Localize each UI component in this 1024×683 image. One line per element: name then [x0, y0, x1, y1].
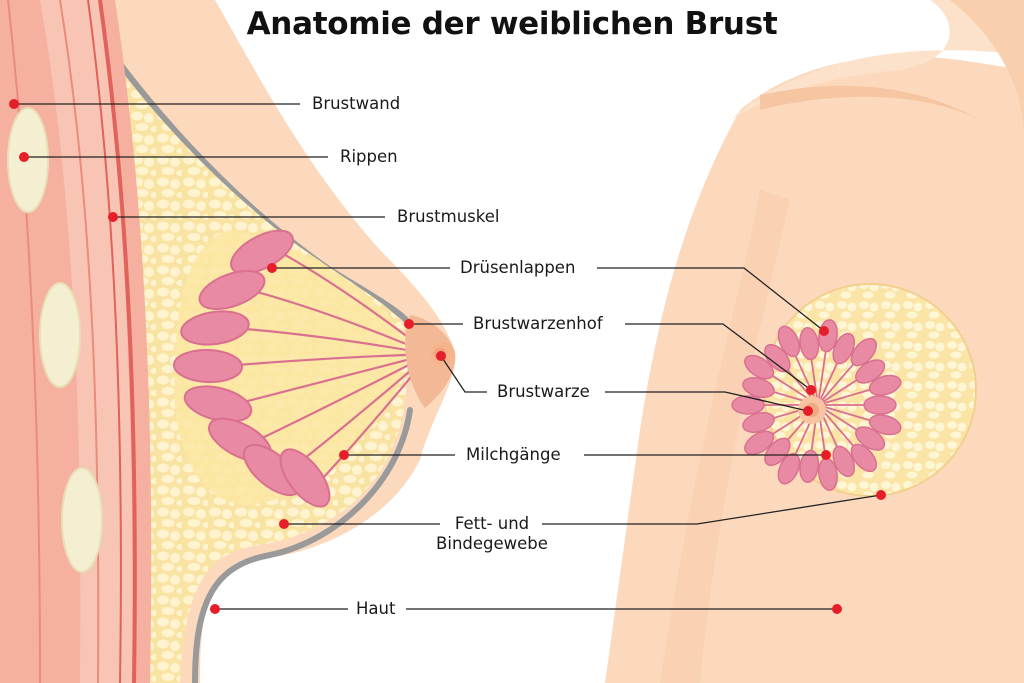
- marker-haut-right: [832, 604, 842, 614]
- gland-lobe: [764, 437, 791, 467]
- label-rippen: Rippen: [340, 147, 398, 166]
- cross-section-figure: [0, 0, 456, 683]
- rib-3: [61, 467, 103, 573]
- label-brustwarze: Brustwarze: [497, 382, 590, 401]
- gland-lobe: [799, 449, 820, 484]
- diagram-title: Anatomie der weiblichen Brust: [246, 6, 778, 42]
- marker-fett-right: [876, 490, 886, 500]
- gland-lobe: [742, 411, 775, 433]
- gland-lobe: [832, 445, 856, 478]
- label-fett-line2: Bindegewebe: [436, 534, 548, 553]
- gland-lobe: [744, 430, 775, 456]
- label-brustmuskel: Brustmuskel: [397, 207, 500, 226]
- gland-lobe: [832, 332, 856, 365]
- shoulder-skin: [730, 0, 1024, 120]
- marker-brustwarzenhof-right: [806, 385, 816, 395]
- gland-lobe: [855, 359, 886, 384]
- leader-brustwarze-left: [440, 355, 487, 393]
- muscle-line-1: [98, 0, 137, 683]
- label-haut: Haut: [356, 599, 396, 618]
- marker-brustwand: [9, 99, 19, 109]
- marker-druesenlappen-left: [267, 263, 277, 273]
- marker-druesenlappen-right: [819, 326, 829, 336]
- label-brustwarzenhof: Brustwarzenhof: [473, 314, 603, 333]
- gland-lobe: [850, 337, 878, 367]
- marker-milchgaenge-right: [821, 450, 831, 460]
- gland-lobe: [180, 310, 250, 346]
- label-milchgaenge: Milchgänge: [466, 445, 561, 464]
- gland-lobe: [764, 343, 791, 373]
- lower-skin-outline: [192, 407, 413, 683]
- areola: [405, 315, 456, 408]
- gland-lobe: [863, 395, 897, 415]
- leader-druesenlappen-right: [597, 267, 825, 332]
- muscle-line-2: [87, 0, 122, 683]
- gland-lobe: [279, 448, 331, 508]
- muscle-line-4: [7, 0, 41, 683]
- leader-brustwarzenhof-right: [625, 323, 812, 391]
- gland-lobe: [799, 326, 820, 361]
- marker-haut-left: [210, 604, 220, 614]
- marker-rippen: [19, 152, 29, 162]
- gland-lobe: [731, 395, 765, 415]
- label-brustwand: Brustwand: [312, 94, 401, 113]
- muscle-band-light: [40, 0, 133, 683]
- label-fett-line1: Fett- und: [454, 514, 530, 533]
- marker-brustwarze-right: [803, 406, 813, 416]
- gland-lobe: [744, 354, 775, 380]
- gland-lobe: [855, 426, 886, 451]
- gland-lobe: [850, 443, 878, 473]
- torso-side-shade: [660, 190, 790, 683]
- milk-duct: [225, 352, 431, 368]
- muscle-line-3: [59, 0, 100, 683]
- marker-brustwarzenhof-left: [404, 319, 414, 329]
- markers: [9, 99, 886, 614]
- rib-2: [39, 282, 81, 388]
- front-view-figure: [605, 0, 1024, 683]
- marker-milchgaenge-left: [339, 450, 349, 460]
- gland-lobe: [868, 414, 902, 436]
- milk-duct: [232, 326, 431, 356]
- label-fett-und-bindegewebe: Fett- und Bindegewebe: [432, 514, 552, 554]
- gland-lobe: [198, 269, 266, 311]
- milk-duct: [235, 352, 431, 406]
- gland-lobe: [742, 377, 775, 399]
- arm-skin: [950, 0, 1024, 140]
- leader-fett-right: [542, 494, 882, 525]
- marker-brustmuskel: [108, 212, 118, 222]
- gland-lobe: [777, 325, 801, 358]
- gland-lobe: [173, 348, 243, 384]
- leader-brustwarze-right: [605, 391, 809, 412]
- gland-lobe: [777, 452, 801, 485]
- marker-brustwarze-left: [436, 351, 446, 361]
- shoulder-shadow: [760, 85, 980, 120]
- label-druesenlappen: Drüsenlappen: [460, 258, 576, 277]
- leader-lines: [14, 103, 882, 610]
- gland-lobe: [868, 374, 902, 396]
- marker-fett-left: [279, 519, 289, 529]
